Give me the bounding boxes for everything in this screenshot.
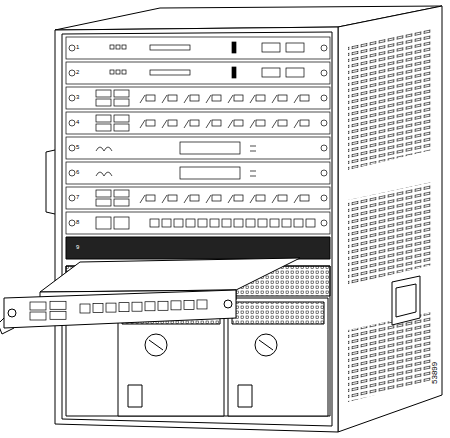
empty-slot: [66, 237, 330, 259]
chassis-side: [338, 6, 442, 432]
slot-number: 9: [76, 244, 79, 250]
figure-number: 53899: [431, 362, 439, 384]
module-card: [40, 258, 300, 292]
chassis-front: [55, 27, 338, 432]
slot-number: 3: [76, 94, 79, 100]
slot-number: 5: [76, 144, 79, 150]
slot-number: 4: [76, 119, 79, 125]
line-card: [66, 62, 330, 84]
power-supply: [228, 298, 328, 416]
captive-screw: [224, 300, 232, 308]
module-ports: [30, 300, 207, 320]
line-card: [66, 212, 330, 234]
front-handle: [46, 150, 55, 214]
slot-number: 1: [76, 44, 79, 50]
power-connector: [238, 385, 252, 407]
power-grill: [232, 302, 324, 324]
captive-screw: [8, 309, 16, 317]
power-connector: [128, 385, 142, 407]
slot-number: 6: [76, 169, 79, 175]
power-switch: [149, 340, 163, 350]
line-card: [66, 162, 330, 184]
slot-number: 7: [76, 194, 79, 200]
line-card: [66, 187, 330, 209]
line-card: [66, 87, 330, 109]
side-handle: [396, 284, 416, 317]
slot-number: 8: [76, 219, 79, 225]
power-switch: [145, 334, 167, 356]
side-handle: [392, 276, 420, 325]
module-faceplate: [4, 290, 236, 328]
power-switch: [259, 340, 273, 350]
side-vents: [348, 27, 432, 170]
ejector-lever: [0, 318, 14, 334]
side-vents: [348, 312, 432, 402]
side-vents: [348, 182, 432, 285]
power-switch: [255, 334, 277, 356]
line-card: [66, 37, 330, 59]
slot-number: 2: [76, 69, 79, 75]
line-card: [66, 112, 330, 134]
line-card: [66, 137, 330, 159]
chassis-front-inner: [62, 32, 332, 426]
